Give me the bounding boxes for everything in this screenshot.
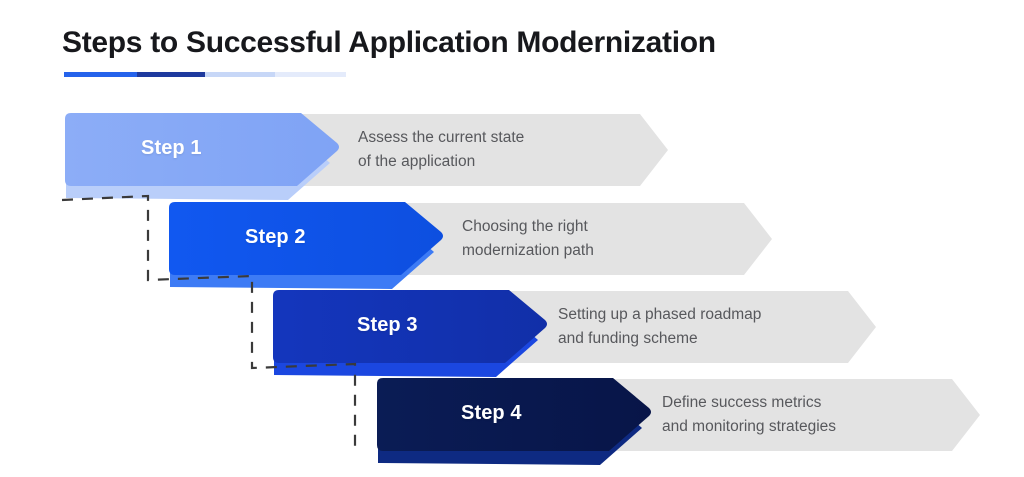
step-description-3-line-2: and funding scheme	[558, 330, 698, 347]
page-title: Steps to Successful Application Moderniz…	[62, 26, 716, 59]
step-description-1: Assess the current state of the applicat…	[358, 126, 524, 174]
step-description-3: Setting up a phased roadmap and funding …	[558, 303, 761, 351]
step-label-3: Step 3	[357, 314, 418, 336]
gray-banners-group	[296, 114, 980, 451]
step-arrow-3[interactable]	[273, 290, 547, 363]
step-arrow-1[interactable]	[65, 113, 339, 186]
step-label-2: Step 2	[245, 226, 306, 248]
rule-segment-3	[204, 72, 276, 77]
step-arrows-group	[65, 113, 651, 451]
rule-segment-2	[137, 72, 205, 77]
step-description-2-line-2: modernization path	[462, 242, 594, 259]
step-description-1-line-2: of the application	[358, 153, 476, 170]
gray-banner-step-4	[608, 379, 980, 451]
gray-banner-step-2	[400, 203, 772, 275]
rule-segment-4	[275, 72, 346, 77]
dashed-staircase-connector	[61, 194, 357, 450]
step-description-2-line-1: Choosing the right	[462, 218, 588, 235]
step-description-3-line-1: Setting up a phased roadmap	[558, 306, 762, 323]
step-label-1: Step 1	[141, 137, 202, 159]
step-arrow-4[interactable]	[377, 378, 651, 451]
step-description-4-line-2: and monitoring strategies	[662, 418, 837, 435]
step-description-4: Define success metrics and monitoring st…	[662, 391, 836, 439]
step-description-4-line-1: Define success metrics	[662, 394, 822, 411]
step-label-4: Step 4	[461, 402, 522, 424]
gray-banner-step-3	[504, 291, 876, 363]
rule-segment-1	[64, 72, 138, 77]
gray-banner-step-1	[296, 114, 668, 186]
step-arrow-2[interactable]	[169, 202, 443, 275]
step-description-1-line-1: Assess the current state	[358, 129, 525, 146]
step-description-2: Choosing the right modernization path	[462, 215, 594, 263]
title-underline-rule	[64, 72, 346, 77]
